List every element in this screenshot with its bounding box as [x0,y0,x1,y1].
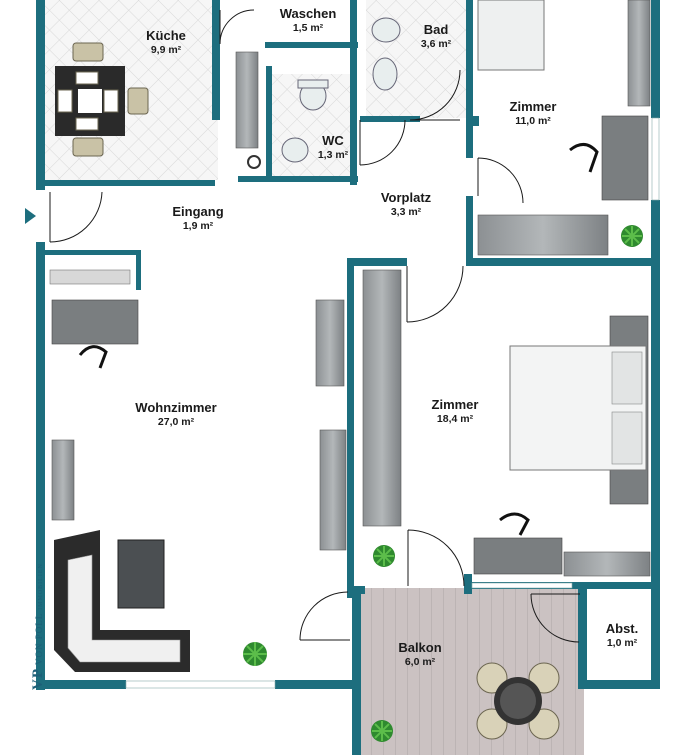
brand-name: VON POLL [34,613,44,665]
shelf-small-room [627,0,651,107]
room-area: 9,9 m² [150,44,182,56]
room-area: 1,5 m² [292,22,324,34]
chair-small-room [569,143,599,173]
room-area: 3,6 m² [420,38,452,50]
kitchen-dining-set [55,42,149,157]
bed-small [477,0,545,71]
room-area: 6,0 m² [404,656,436,668]
room-name: Zimmer [509,99,557,114]
room-name: Eingang [172,204,224,219]
room-area: 11,0 m² [515,115,551,127]
tv-cabinet [315,299,345,387]
room-label-abst: Abst.1,0 m² [606,621,639,650]
room-area: 1,3 m² [317,149,349,161]
room-area: 18,4 m² [436,413,474,425]
wardrobe-small-room [477,214,609,256]
room-area: 27,0 m² [157,416,195,428]
bath-fixtures [281,17,401,163]
entrance-arrow-icon [25,208,36,224]
desk-large-room [473,537,563,575]
bookcase-living [51,439,75,521]
drain-icon [247,155,261,169]
brand-logo-mark: VP [30,668,46,690]
desk-small-room [601,115,649,201]
chair-living [78,345,108,369]
wardrobe-large-room [362,269,402,527]
room-name: WC [322,133,344,148]
brand-logo: VP VON POLL IMMOBILIEN [30,563,47,690]
walls [36,0,660,755]
room-name: Zimmer [431,397,479,412]
brand-subtext: IMMOBILIEN [38,563,44,610]
room-name: Vorplatz [380,190,432,205]
kitchen-counter [235,51,259,149]
desk-living [51,299,139,345]
room-name: Waschen [279,6,337,21]
shelf-large-room [563,551,651,577]
room-name: Wohnzimmer [135,400,217,415]
room-name: Balkon [398,640,442,655]
shelf-living [49,269,131,285]
sofa-cushions [67,554,181,663]
chair-large-room [499,512,530,536]
room-name: Abst. [605,621,639,636]
room-area: 3,3 m² [390,206,422,218]
room-name: Küche [146,28,186,43]
coffee-table [117,539,165,609]
sideboard [319,429,347,551]
door-swings [49,9,580,643]
plant-leaves [243,226,642,741]
balcony-table-set [476,662,560,740]
room-name: Bad [423,22,449,37]
room-area: 1,0 m² [606,637,638,649]
room-area: 1,9 m² [182,220,214,232]
